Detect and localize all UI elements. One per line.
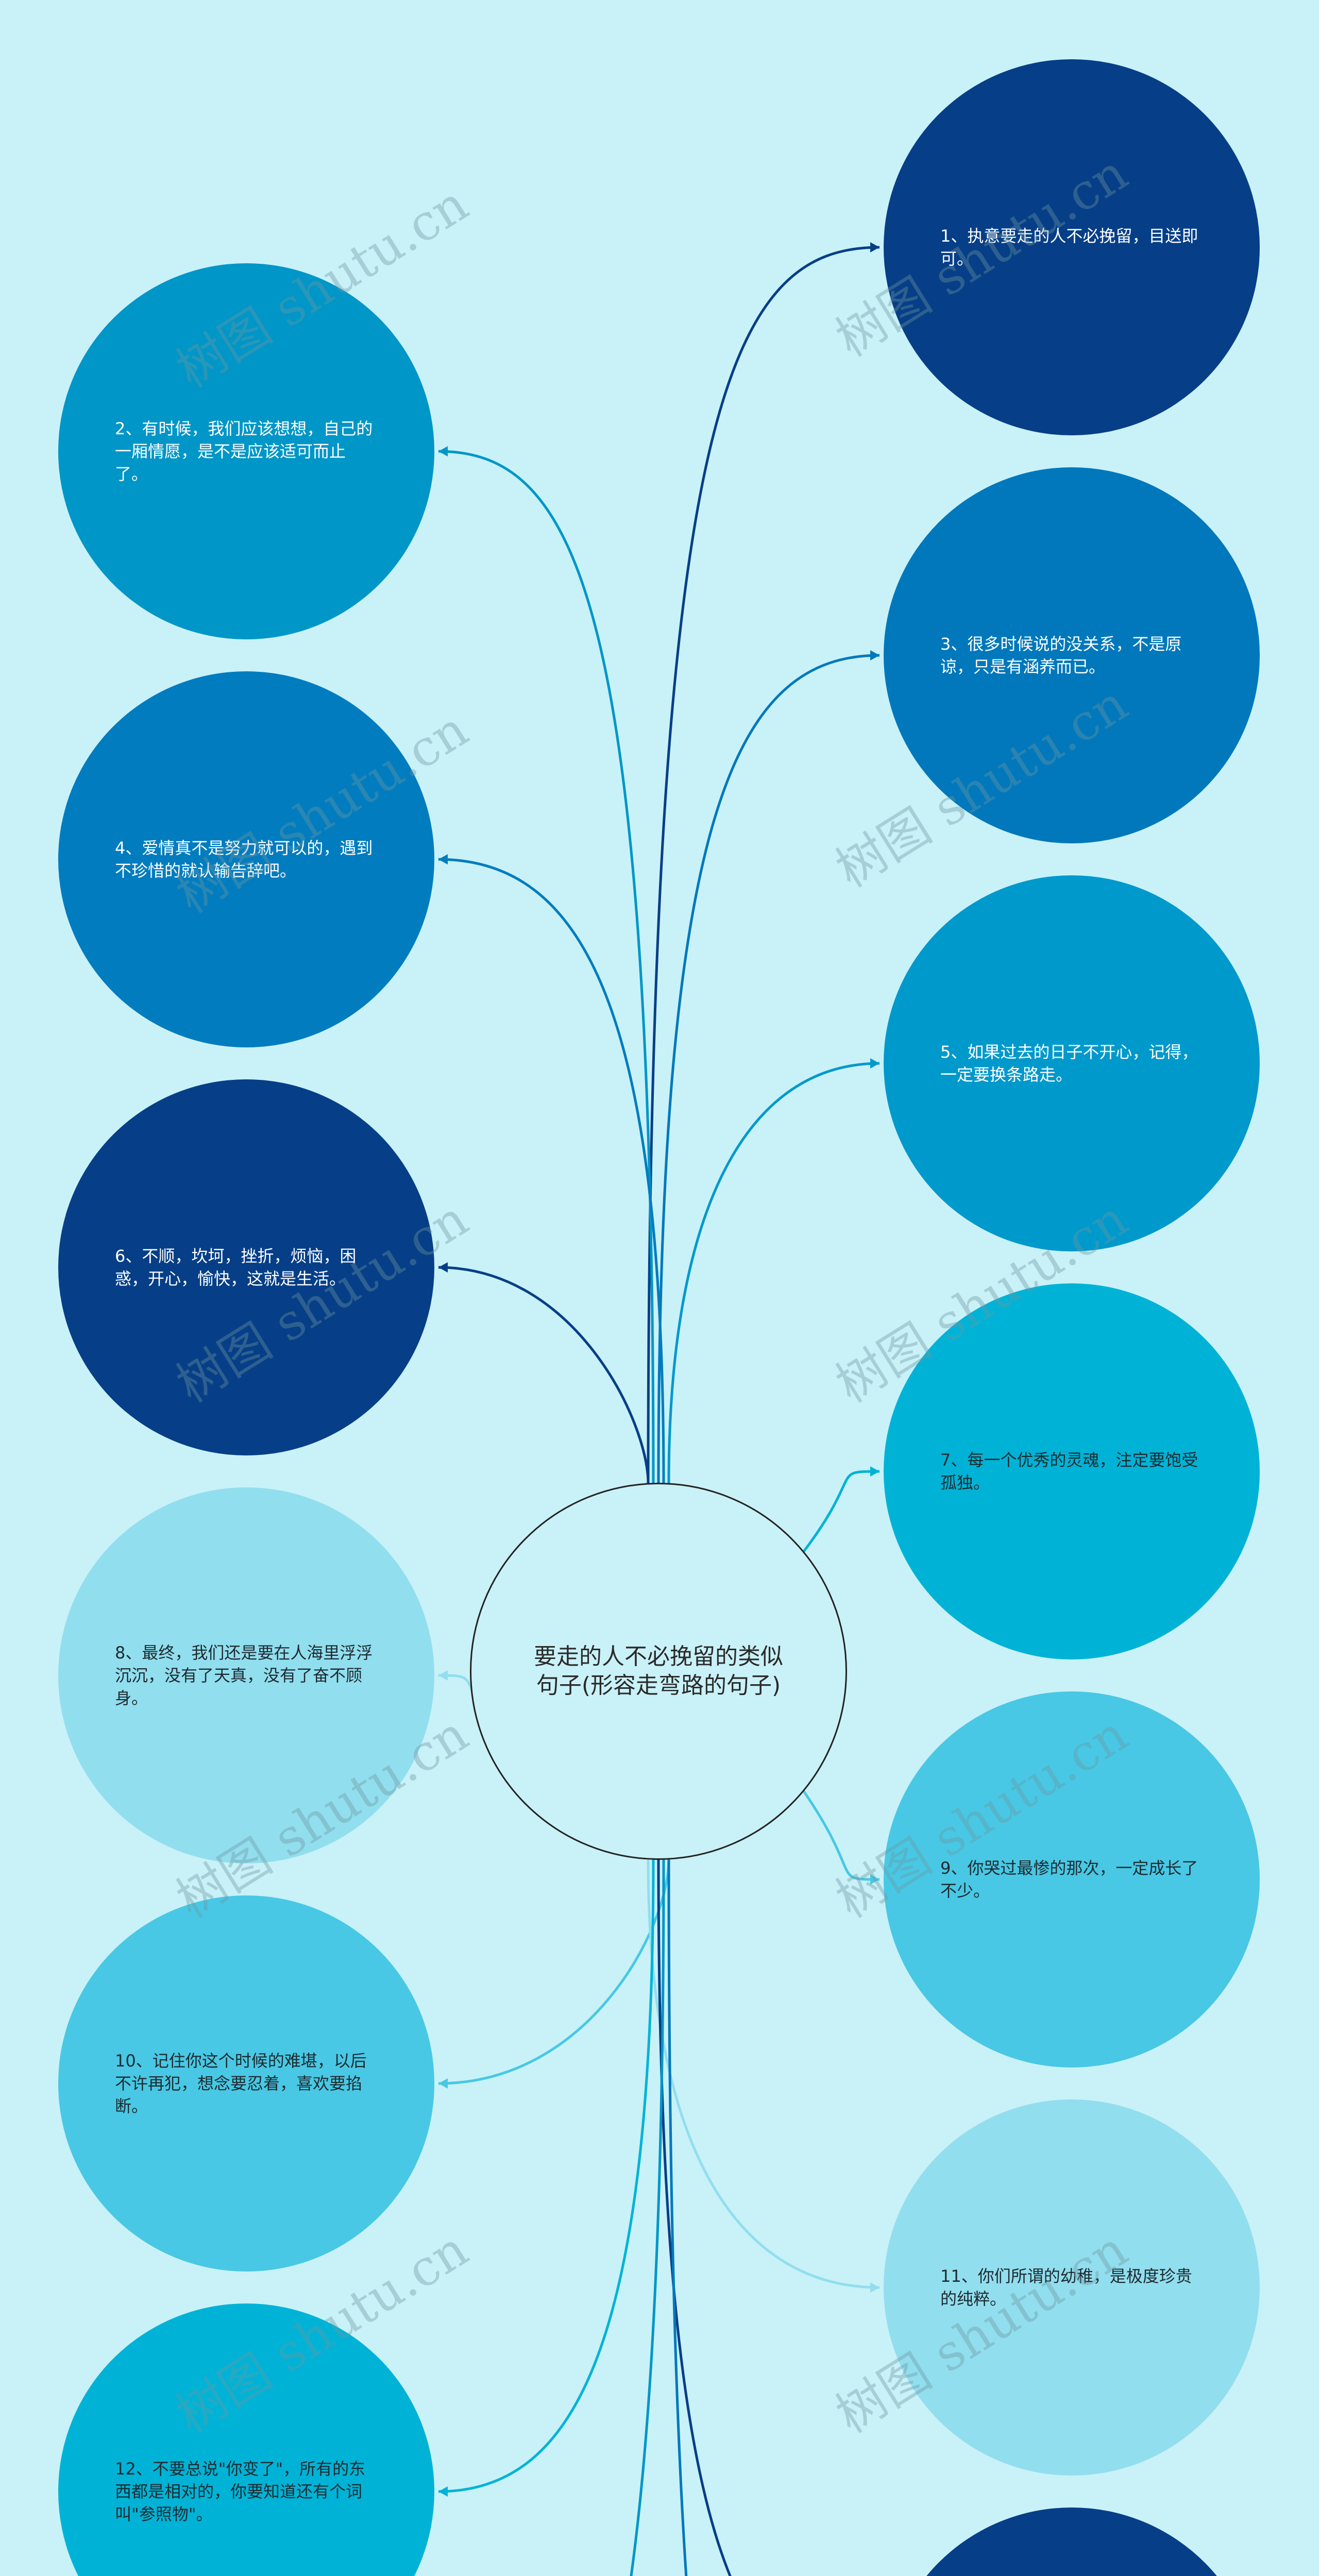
topic-node-label: 6、不顺，坎坷，挫折，烦恼，困惑，开心，愉快，这就是生活。 [115,1246,357,1289]
arrowhead-icon [438,2078,448,2089]
arrowhead-icon [438,1670,448,1681]
connector-line [438,1859,670,2085]
topic-node-label: 7、每一个优秀的灵魂，注定要饱受孤独。 [940,1450,1198,1493]
center-topic-label: 要走的人不必挽留的类似句子(形容走弯路的句子) [534,1643,783,1699]
topic-node-11[interactable]: 11、你们所谓的幼稚，是极度珍贵的纯粹。 [884,2099,1260,2476]
connector-line [647,1859,880,2289]
topic-node-label: 13、成长不会变得越来越现实，而是变得越来越能够接受现实。 [940,2507,1203,2576]
topic-node-label: 8、最终，我们还是要在人海里浮浮沉沉，没有了天真，没有了奋不顾身。 [115,1643,373,1708]
arrowhead-icon [438,854,448,865]
topic-node-4[interactable]: 4、爱情真不是努力就可以的，遇到不珍惜的就认输告辞吧。 [58,671,434,1047]
topic-node-6[interactable]: 6、不顺，坎坷，挫折，烦恼，困惑，开心，愉快，这就是生活。 [58,1079,434,1455]
topic-node-3[interactable]: 3、很多时候说的没关系，不是原谅，只是有涵养而已。 [884,467,1260,843]
connector-line [438,450,655,1484]
arrowhead-icon [438,1262,448,1273]
arrowhead-icon [870,242,880,252]
topic-node-12[interactable]: 12、不要总说"你变了"，所有的东西都是相对的，你要知道还有个词叫"参照物"。 [58,2303,434,2576]
connector-line [802,1470,880,1554]
topic-node-2[interactable]: 2、有时候，我们应该想想，自己的一厢情愿，是不是应该适可而止了。 [58,263,434,639]
arrowhead-icon [438,446,448,456]
connector-line [657,654,880,1484]
topic-node-label: 11、你们所谓的幼稚，是极度珍贵的纯粹。 [940,2266,1192,2309]
topic-node-9[interactable]: 9、你哭过最惨的那次，一定成长了不少。 [884,1691,1260,2067]
connector-line [657,1859,732,2576]
center-topic-node[interactable]: 要走的人不必挽留的类似句子(形容走弯路的句子) [470,1483,847,1860]
arrowhead-icon [438,2486,448,2497]
connector-line [438,1859,655,2493]
connector-line [667,1859,688,2576]
arrowhead-icon [870,2282,880,2293]
topic-node-1[interactable]: 1、执意要走的人不必挽留，目送即可。 [884,59,1260,435]
arrowhead-icon [870,1874,880,1885]
connector-line [438,1266,650,1484]
topic-node-label: 12、不要总说"你变了"，所有的东西都是相对的，你要知道还有个词叫"参照物"。 [115,2459,366,2524]
topic-node-7[interactable]: 7、每一个优秀的灵魂，注定要饱受孤独。 [884,1283,1260,1659]
topic-node-label: 5、如果过去的日子不开心，记得，一定要换条路走。 [940,1042,1198,1084]
topic-node-label: 1、执意要走的人不必挽留，目送即可。 [940,226,1198,268]
arrowhead-icon [870,1058,880,1069]
arrowhead-icon [870,1466,880,1477]
connector-line [647,246,880,1484]
topic-node-10[interactable]: 10、记住你这个时候的难堪，以后不许再犯，想念要忍着，喜欢要掐断。 [58,1895,434,2272]
topic-node-5[interactable]: 5、如果过去的日子不开心，记得，一定要换条路走。 [884,875,1260,1251]
arrowhead-icon [870,650,880,660]
connector-line [667,1062,880,1484]
topic-node-label: 3、很多时候说的没关系，不是原谅，只是有涵养而已。 [940,634,1182,676]
topic-node-label: 9、你哭过最惨的那次，一定成长了不少。 [940,1858,1198,1901]
topic-node-label: 10、记住你这个时候的难堪，以后不许再犯，想念要忍着，喜欢要掐断。 [115,2051,367,2116]
connector-line [630,1859,665,2576]
topic-node-8[interactable]: 8、最终，我们还是要在人海里浮浮沉沉，没有了天真，没有了奋不顾身。 [58,1487,434,1863]
topic-node-label: 2、有时候，我们应该想想，自己的一厢情愿，是不是应该适可而止了。 [115,419,373,484]
topic-node-label: 4、爱情真不是努力就可以的，遇到不珍惜的就认输告辞吧。 [115,838,373,880]
connector-line [801,1789,880,1881]
topic-node-13[interactable]: 13、成长不会变得越来越现实，而是变得越来越能够接受现实。 [884,2507,1260,2576]
connector-line [438,858,665,1484]
